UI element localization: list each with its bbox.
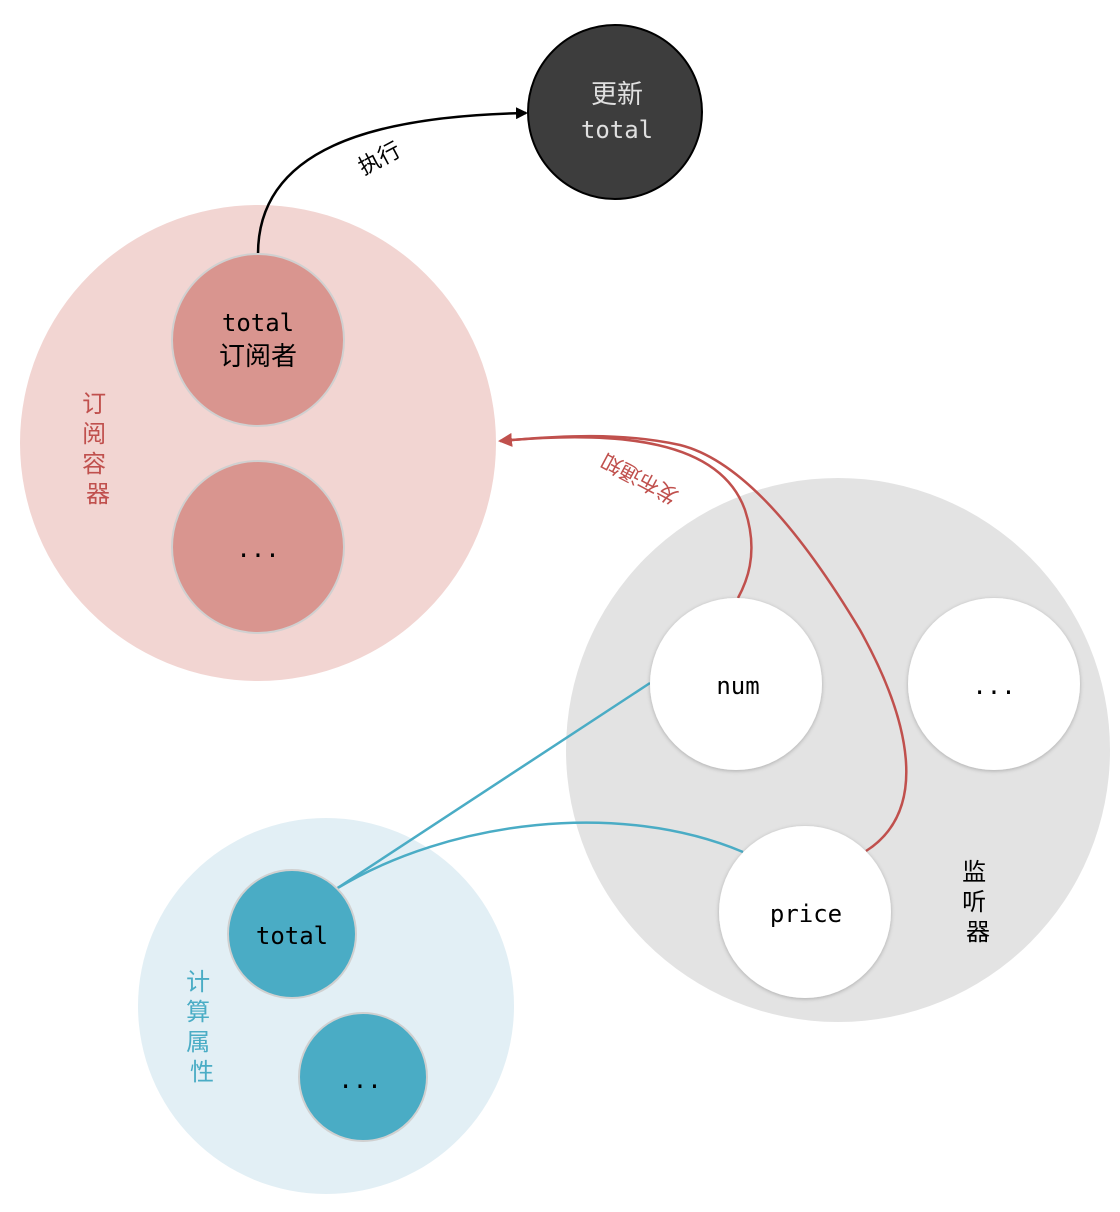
listener-node-price-label: price xyxy=(770,900,842,928)
update-node-line2: total xyxy=(581,116,653,144)
computed-node-more-label: ... xyxy=(338,1066,381,1094)
price-to-total-link xyxy=(335,821,744,891)
computed-node-total: total xyxy=(227,869,357,999)
subscriber-node-total-line1: total xyxy=(222,309,294,337)
listener-node-more-label: ... xyxy=(972,672,1015,700)
subscriber-node-more-label: ... xyxy=(236,535,279,563)
execute-arrow xyxy=(256,107,528,255)
listener-node-more: ... xyxy=(908,598,1080,770)
publish-label: 发布通知 xyxy=(597,448,682,509)
listener-node-price: price xyxy=(719,826,891,998)
computed-node-more: ... xyxy=(298,1012,428,1142)
price-publish-link xyxy=(511,434,908,853)
subscriber-container-label: 订 阅 容 器 xyxy=(82,390,114,508)
listener-node-num-label: num xyxy=(716,672,759,700)
subscriber-node-more: ... xyxy=(171,460,345,634)
num-to-total-link xyxy=(335,681,651,891)
update-total-node: 更新 total xyxy=(527,24,703,200)
listener-container-label: 监 听 器 xyxy=(962,858,994,946)
subscriber-node-total: total 订阅者 xyxy=(171,253,345,427)
execute-label: 执行 xyxy=(355,138,406,181)
computed-node-total-label: total xyxy=(256,922,328,950)
computed-container-label: 计 算 属 性 xyxy=(186,968,218,1086)
listener-node-num: num xyxy=(650,598,822,770)
subscriber-node-total-line2: 订阅者 xyxy=(219,342,297,372)
subscriber-container xyxy=(20,205,496,681)
update-node-line1: 更新 xyxy=(591,80,643,110)
